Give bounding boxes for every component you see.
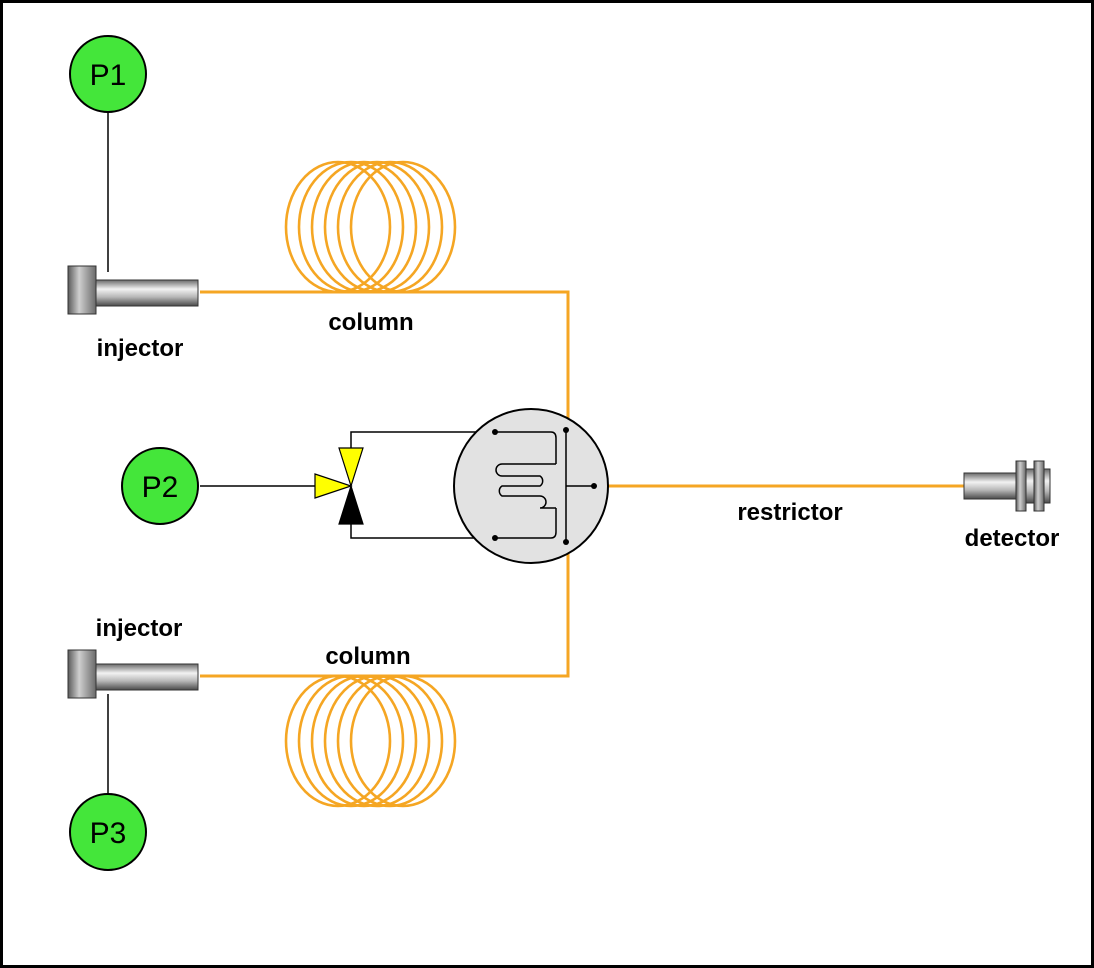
pump-p1[interactable]: P1 <box>69 35 147 113</box>
pump-p3[interactable]: P3 <box>69 793 147 871</box>
pump-p1-label: P1 <box>90 59 127 92</box>
valve-upper-line <box>350 431 495 448</box>
column-bottom[interactable] <box>284 674 457 808</box>
deans-switch[interactable] <box>453 408 609 564</box>
pump-icon <box>69 793 147 871</box>
detector-label: detector <box>965 525 1060 552</box>
three-way-valve[interactable] <box>314 447 364 525</box>
injector-icon <box>67 265 199 315</box>
injector-bottom-label: injector <box>96 615 183 642</box>
deans-switch-icon <box>453 408 609 564</box>
injector-bottom[interactable] <box>67 649 199 699</box>
detector-icon <box>963 460 1051 512</box>
column-top-label: column <box>328 309 413 336</box>
injector-top-label: injector <box>97 335 184 362</box>
column-coil-icon <box>284 674 457 808</box>
detector[interactable] <box>963 460 1051 512</box>
three-way-valve-icon <box>314 447 364 525</box>
pump-icon <box>121 447 199 525</box>
pump-p2[interactable]: P2 <box>121 447 199 525</box>
top-column-line <box>200 290 570 425</box>
restrictor-label: restrictor <box>737 499 842 526</box>
tubing <box>200 290 966 678</box>
column-coil-icon <box>284 160 457 294</box>
injector-icon <box>67 649 199 699</box>
bottom-column-line <box>200 540 570 678</box>
column-bottom-label: column <box>325 643 410 670</box>
pump-p3-label: P3 <box>90 817 127 850</box>
valve-lower-line <box>350 524 495 539</box>
pump-p2-label: P2 <box>142 471 179 504</box>
pump-icon <box>69 35 147 113</box>
injector-top[interactable] <box>67 265 199 315</box>
column-top[interactable] <box>284 160 457 294</box>
